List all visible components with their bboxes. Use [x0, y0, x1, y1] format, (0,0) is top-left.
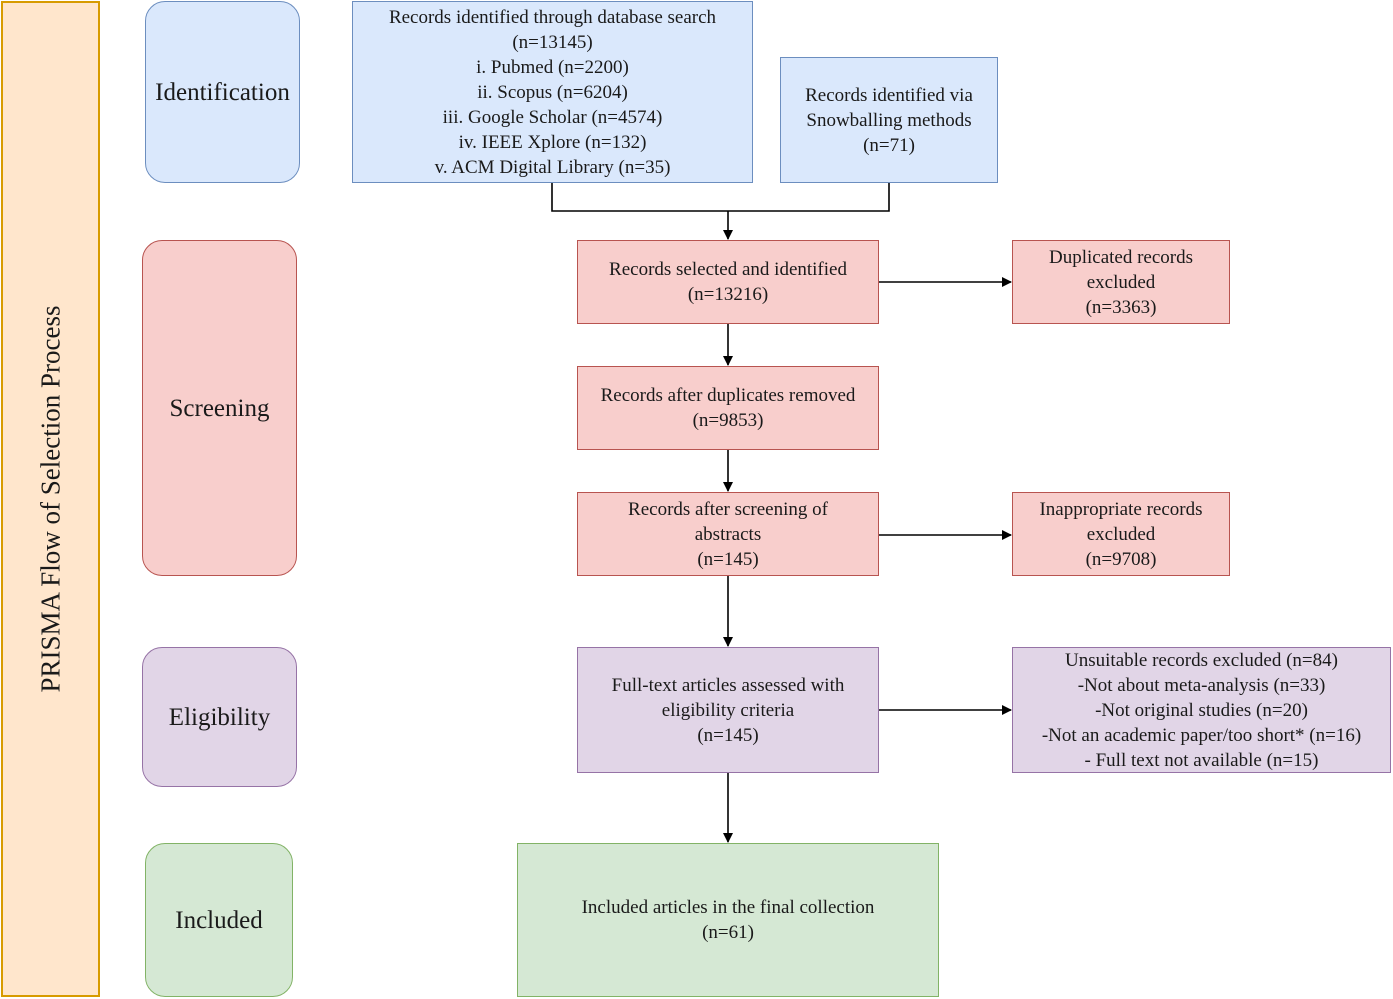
- box-snowballing: Records identified via Snowballing metho…: [780, 57, 998, 183]
- box-line: v. ACM Digital Library (n=35): [434, 156, 671, 178]
- stage-eligibility: Eligibility: [142, 647, 297, 787]
- box-line: excluded: [1086, 271, 1156, 293]
- box-line: abstracts: [694, 523, 762, 545]
- box-line: (n=13216): [687, 284, 769, 305]
- stage-screening: Screening: [142, 240, 297, 576]
- box-line: iv. IEEE Xplore (n=132): [458, 131, 647, 153]
- box-fulltext-assessed: Full-text articles assessed with eligibi…: [577, 647, 879, 773]
- box-line: Records after screening of: [628, 498, 828, 520]
- side-label-panel: PRISMA Flow of Selection Process: [1, 1, 100, 997]
- box-line: excluded: [1086, 523, 1156, 545]
- box-line: Records identified through database sear…: [388, 6, 717, 28]
- box-line: -Not about meta-analysis (n=33): [1077, 674, 1326, 696]
- box-line: Records selected and identified: [609, 259, 847, 280]
- box-database-search: Records identified through database sear…: [352, 1, 753, 183]
- stage-included-label: Included: [175, 906, 263, 934]
- box-line: Records after duplicates removed: [600, 385, 856, 406]
- box-line: (n=13145): [512, 31, 593, 53]
- box-line: (n=145): [697, 724, 759, 746]
- stage-included: Included: [145, 843, 293, 997]
- box-line: (n=71): [863, 134, 915, 156]
- box-duplicates-excluded: Duplicated records excluded (n=3363): [1012, 240, 1230, 324]
- box-line: (n=3363): [1085, 296, 1157, 318]
- box-line: Unsuitable records excluded (n=84): [1065, 649, 1338, 671]
- box-line: Inappropriate records: [1039, 498, 1203, 520]
- box-line: iii. Google Scholar (n=4574): [442, 106, 663, 128]
- box-line: -Not an academic paper/too short* (n=16): [1041, 724, 1362, 746]
- box-line: Included articles in the final collectio…: [581, 897, 875, 918]
- box-line: (n=9853): [692, 410, 764, 431]
- box-line: ii. Scopus (n=6204): [477, 81, 628, 103]
- box-line: - Full text not available (n=15): [1084, 749, 1319, 771]
- merge-connector: [551, 183, 890, 212]
- box-line: -Not original studies (n=20): [1095, 699, 1308, 721]
- stage-identification-label: Identification: [155, 78, 290, 106]
- box-inappropriate-excluded: Inappropriate records excluded (n=9708): [1012, 492, 1230, 576]
- stage-screening-label: Screening: [169, 394, 270, 422]
- box-line: Snowballing methods: [806, 109, 972, 131]
- box-records-selected: Records selected and identified (n=13216…: [577, 240, 879, 324]
- box-after-duplicates: Records after duplicates removed (n=9853…: [577, 366, 879, 450]
- box-line: (n=145): [697, 548, 759, 570]
- stage-identification: Identification: [145, 1, 300, 183]
- box-line: Duplicated records: [1048, 246, 1194, 268]
- box-line: (n=61): [702, 922, 754, 943]
- box-included-final: Included articles in the final collectio…: [517, 843, 939, 997]
- box-line: eligibility criteria: [661, 699, 795, 721]
- box-line: Records identified via: [805, 84, 973, 106]
- box-line: (n=9708): [1085, 548, 1157, 570]
- box-after-screening: Records after screening of abstracts (n=…: [577, 492, 879, 576]
- box-unsuitable-excluded: Unsuitable records excluded (n=84) -Not …: [1012, 647, 1391, 773]
- stage-eligibility-label: Eligibility: [168, 703, 271, 731]
- box-line: i. Pubmed (n=2200): [476, 56, 629, 78]
- box-line: Full-text articles assessed with: [611, 674, 845, 696]
